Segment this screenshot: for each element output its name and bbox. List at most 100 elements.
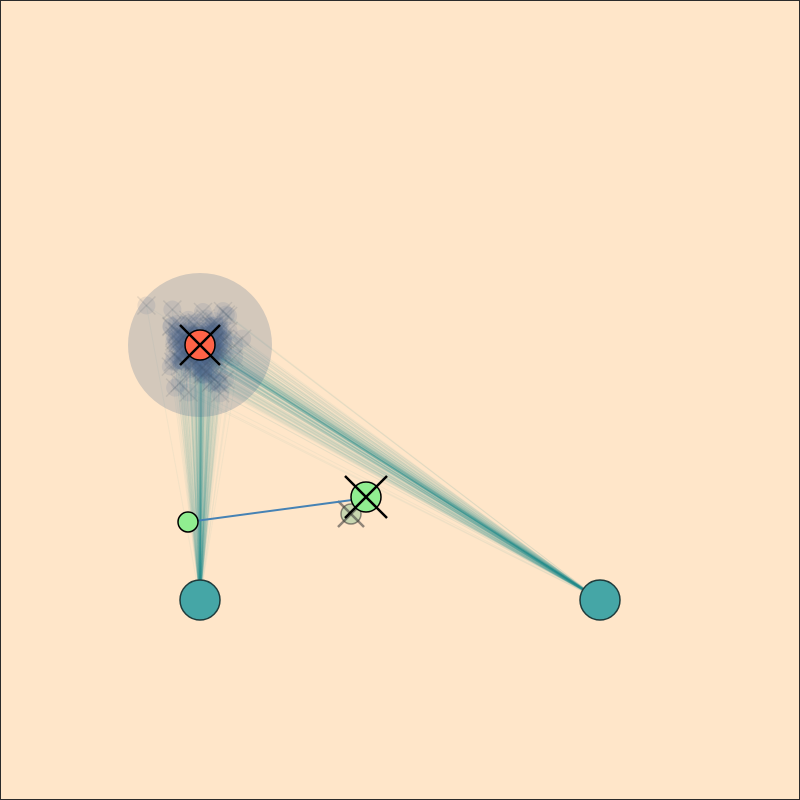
beam-right-146 xyxy=(200,347,601,601)
beam-right-123 xyxy=(203,340,601,601)
beam-left-23 xyxy=(199,344,202,601)
beam-right-69 xyxy=(195,348,601,601)
beam-left-154 xyxy=(197,345,201,601)
beam-right-124 xyxy=(182,361,601,601)
particle-27 xyxy=(192,358,212,378)
beam-right-140 xyxy=(182,352,601,601)
beam-right-6 xyxy=(221,331,601,601)
beam-right-96 xyxy=(218,344,601,601)
beam-right-138 xyxy=(206,342,601,601)
beam-right-67 xyxy=(211,346,601,601)
beam-left-104 xyxy=(199,330,230,601)
beam-right-162 xyxy=(198,354,601,601)
beam-left-83 xyxy=(176,323,201,601)
beam-left-177 xyxy=(199,342,214,601)
beam-left-86 xyxy=(188,349,201,601)
beam-left-105 xyxy=(187,349,201,601)
beam-right-61 xyxy=(205,341,601,601)
beam-left-207 xyxy=(193,342,201,601)
beam-left-21 xyxy=(178,360,201,601)
beam-left-8 xyxy=(186,334,201,601)
beam-right-10 xyxy=(188,338,601,601)
beam-right-120 xyxy=(198,335,601,601)
beam-left-37 xyxy=(172,361,201,601)
beam-left-51 xyxy=(181,344,201,601)
beam-right-41 xyxy=(200,343,601,601)
beam-right-159 xyxy=(209,333,601,601)
beam-right-119 xyxy=(200,343,601,601)
beam-right-169 xyxy=(199,344,601,601)
beam-left-93 xyxy=(199,347,203,601)
beam-left-103 xyxy=(184,354,201,601)
beam-right-179 xyxy=(184,336,601,601)
beam-right-198 xyxy=(208,373,601,601)
beam-left-213 xyxy=(199,353,206,601)
beam-left-7 xyxy=(199,347,203,601)
beam-right-217 xyxy=(201,346,601,601)
beam-left-109 xyxy=(188,369,201,601)
beam-right-104 xyxy=(228,330,601,601)
beam-left-146 xyxy=(199,348,202,601)
beam-left-81 xyxy=(188,323,201,601)
beam-left-138 xyxy=(199,343,207,601)
beam-right-5 xyxy=(204,340,601,601)
beam-right-150 xyxy=(194,351,601,601)
beam-left-147 xyxy=(199,348,203,601)
beam-left-210 xyxy=(199,311,224,601)
beam-right-74 xyxy=(211,352,601,601)
beam-right-24 xyxy=(188,344,601,601)
beam-right-83 xyxy=(176,323,601,601)
beam-left-33 xyxy=(199,355,212,601)
beam-left-69 xyxy=(195,348,201,601)
beam-right-62 xyxy=(201,344,601,601)
beam-left-114 xyxy=(199,351,213,601)
beam-left-121 xyxy=(197,344,201,601)
beam-right-33 xyxy=(211,355,601,601)
beam-left-60 xyxy=(199,345,235,601)
beam-right-149 xyxy=(189,359,601,601)
particle-184 xyxy=(161,357,181,377)
beam-right-156 xyxy=(205,346,601,601)
beam-left-31 xyxy=(183,349,201,601)
beam-left-175 xyxy=(198,357,201,601)
beam-left-158 xyxy=(199,343,214,601)
particle-37 xyxy=(163,352,183,372)
beam-right-148 xyxy=(202,339,601,601)
beam-fan-left xyxy=(145,305,243,601)
beam-right-174 xyxy=(227,315,601,601)
beam-right-98 xyxy=(214,320,601,601)
beam-right-109 xyxy=(188,368,601,601)
beam-left-82 xyxy=(199,334,211,601)
beam-left-74 xyxy=(199,353,213,601)
particle-199 xyxy=(164,345,184,365)
beam-left-136 xyxy=(199,358,202,601)
beam-right-58 xyxy=(198,342,601,601)
particle-100 xyxy=(224,347,244,368)
beam-right-136 xyxy=(200,357,601,601)
beam-left-97 xyxy=(199,326,210,601)
particle-198 xyxy=(199,364,219,384)
beam-right-21 xyxy=(178,359,601,601)
beam-left-128 xyxy=(199,338,206,601)
beam-left-130 xyxy=(199,345,202,601)
beam-right-118 xyxy=(185,349,601,601)
beam-left-99 xyxy=(199,325,214,601)
beam-right-87 xyxy=(172,309,601,601)
beam-right-177 xyxy=(212,341,601,601)
beam-left-27 xyxy=(199,368,203,601)
beam-left-174 xyxy=(199,315,229,601)
beam-left-202 xyxy=(199,374,204,601)
beam-left-217 xyxy=(199,347,203,601)
beam-left-73 xyxy=(199,352,225,601)
beam-right-13 xyxy=(202,342,601,601)
beam-left-142 xyxy=(176,331,201,601)
beam-right-48 xyxy=(171,325,601,601)
beam-left-36 xyxy=(194,346,201,601)
beam-right-38 xyxy=(197,330,601,601)
beam-left-126 xyxy=(199,341,211,601)
beam-right-189 xyxy=(193,335,601,601)
beam-right-214 xyxy=(213,360,601,601)
beam-left-140 xyxy=(182,353,201,601)
